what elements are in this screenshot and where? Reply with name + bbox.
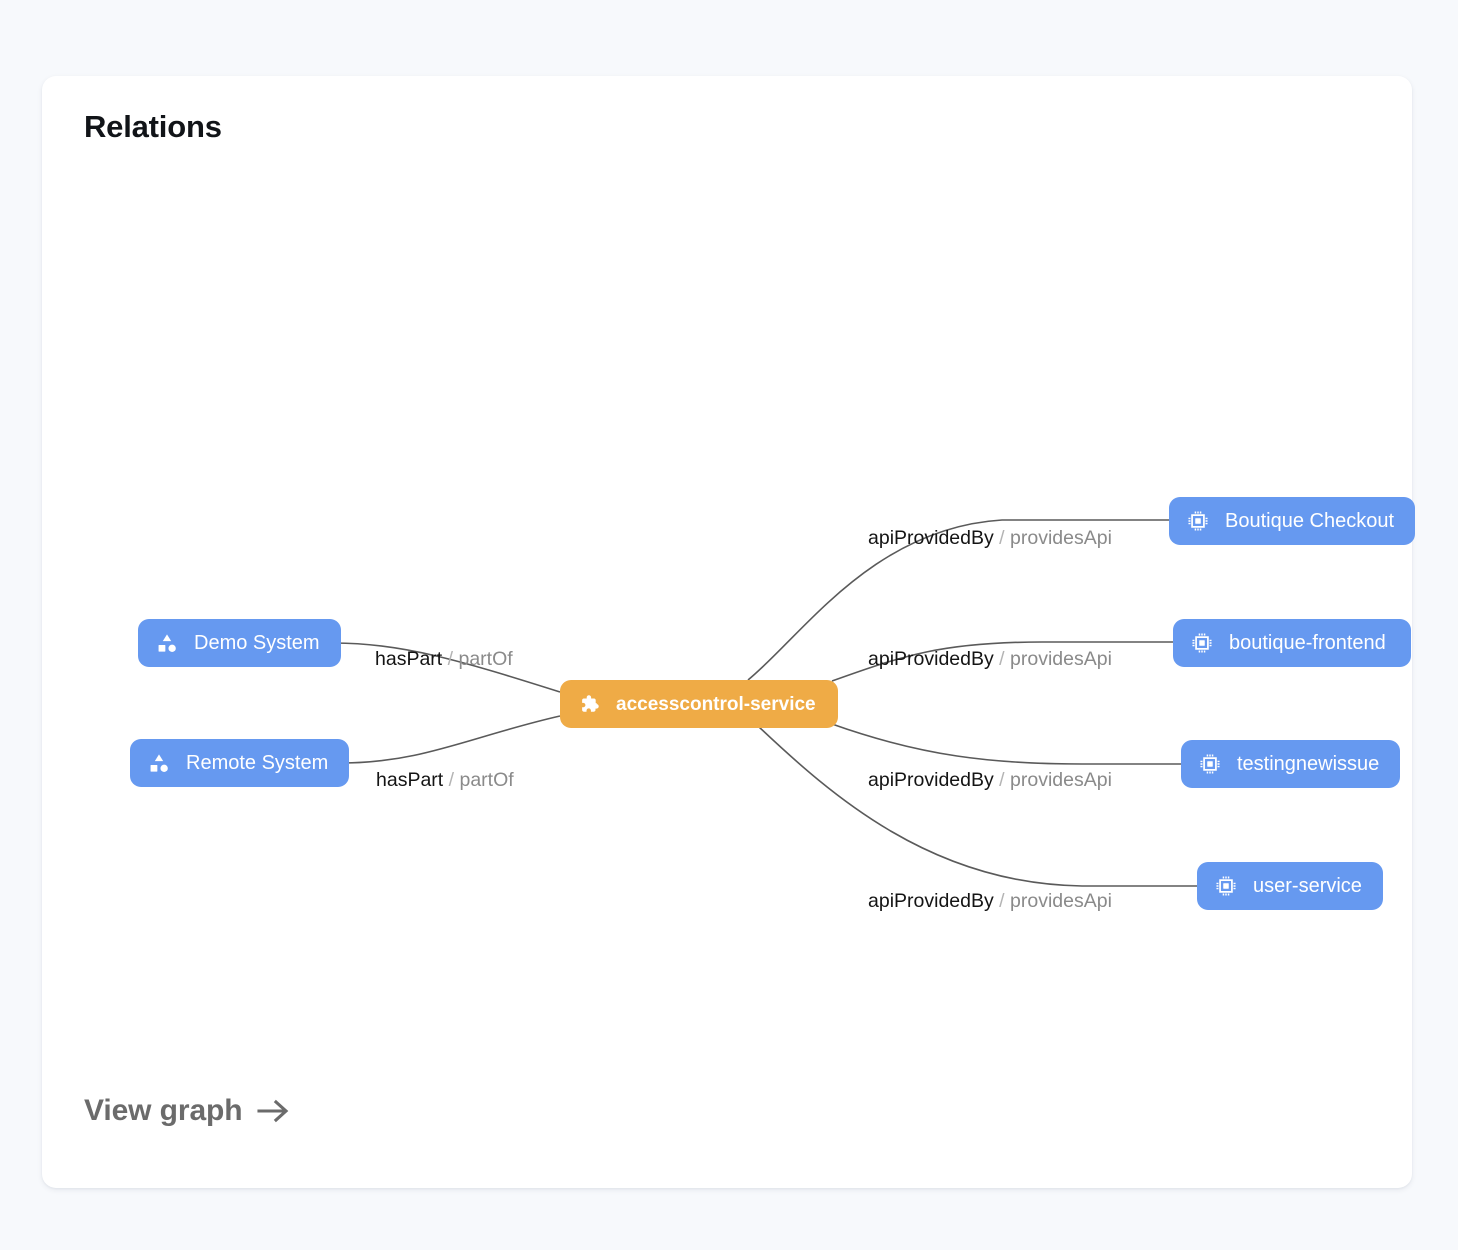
relation-reverse: partOf bbox=[459, 769, 514, 791]
relation-forward: apiProvidedBy bbox=[868, 648, 994, 670]
relation-forward: apiProvidedBy bbox=[868, 890, 994, 912]
category-shapes-icon bbox=[148, 752, 170, 774]
graph-node-left-0[interactable]: Demo System bbox=[138, 619, 341, 667]
relation-edge-label-1: hasPart / partOf bbox=[376, 769, 514, 792]
api-chip-icon bbox=[1199, 753, 1221, 775]
relation-edge-label-5: apiProvidedBy / providesApi bbox=[868, 890, 1112, 913]
relation-edge-label-0: hasPart / partOf bbox=[375, 648, 513, 671]
relation-edge-0 bbox=[333, 642, 561, 693]
relation-forward: apiProvidedBy bbox=[868, 769, 994, 791]
graph-node-left-1[interactable]: Remote System bbox=[130, 739, 350, 787]
node-label: Boutique Checkout bbox=[1225, 510, 1395, 532]
relation-edge-5 bbox=[757, 725, 1197, 887]
relation-reverse: providesApi bbox=[1010, 527, 1112, 549]
puzzle-piece-icon bbox=[578, 693, 600, 715]
graph-node-right-1[interactable]: boutique-frontend bbox=[1173, 619, 1411, 667]
node-label: Remote System bbox=[186, 752, 329, 774]
graph-node-right-2[interactable]: testingnewissue bbox=[1181, 740, 1401, 788]
relation-edge-label-3: apiProvidedBy / providesApi bbox=[868, 648, 1112, 671]
arrow-right-icon bbox=[256, 1096, 291, 1126]
node-label: accesscontrol-service bbox=[616, 693, 816, 715]
graph-node-right-0[interactable]: Boutique Checkout bbox=[1169, 497, 1416, 545]
view-graph-label: View graph bbox=[84, 1094, 243, 1127]
relation-edge-4 bbox=[831, 723, 1181, 765]
relation-reverse: providesApi bbox=[1010, 769, 1112, 791]
relation-edge-2 bbox=[747, 519, 1169, 681]
relation-separator: / bbox=[993, 890, 1011, 912]
api-chip-icon bbox=[1191, 632, 1213, 654]
graph-node-right-3[interactable]: user-service bbox=[1197, 862, 1383, 910]
node-label: user-service bbox=[1253, 875, 1362, 897]
relation-edge-label-4: apiProvidedBy / providesApi bbox=[868, 769, 1112, 792]
node-label: testingnewissue bbox=[1237, 753, 1380, 775]
node-label: Demo System bbox=[194, 632, 320, 654]
relation-reverse: partOf bbox=[458, 648, 513, 670]
relation-separator: / bbox=[443, 769, 460, 791]
relation-edges-svg bbox=[333, 519, 1197, 887]
relation-edge-1 bbox=[341, 715, 561, 764]
relation-forward: hasPart bbox=[375, 648, 443, 670]
relation-separator: / bbox=[442, 648, 459, 670]
api-chip-icon bbox=[1215, 875, 1237, 897]
relation-separator: / bbox=[993, 769, 1011, 791]
page-title: Relations bbox=[84, 109, 222, 144]
node-label: boutique-frontend bbox=[1229, 632, 1386, 654]
relation-reverse: providesApi bbox=[1010, 890, 1112, 912]
relation-separator: / bbox=[993, 527, 1011, 549]
relation-forward: apiProvidedBy bbox=[868, 527, 994, 549]
view-graph-link[interactable]: View graph bbox=[84, 1094, 291, 1128]
category-shapes-icon bbox=[156, 632, 178, 654]
graph-node-center[interactable]: accesscontrol-service bbox=[560, 680, 838, 728]
relation-edge-3 bbox=[831, 641, 1173, 682]
relation-separator: / bbox=[993, 648, 1011, 670]
relation-reverse: providesApi bbox=[1010, 648, 1112, 670]
relation-edge-label-2: apiProvidedBy / providesApi bbox=[868, 527, 1112, 550]
relation-forward: hasPart bbox=[376, 769, 444, 791]
api-chip-icon bbox=[1187, 510, 1209, 532]
